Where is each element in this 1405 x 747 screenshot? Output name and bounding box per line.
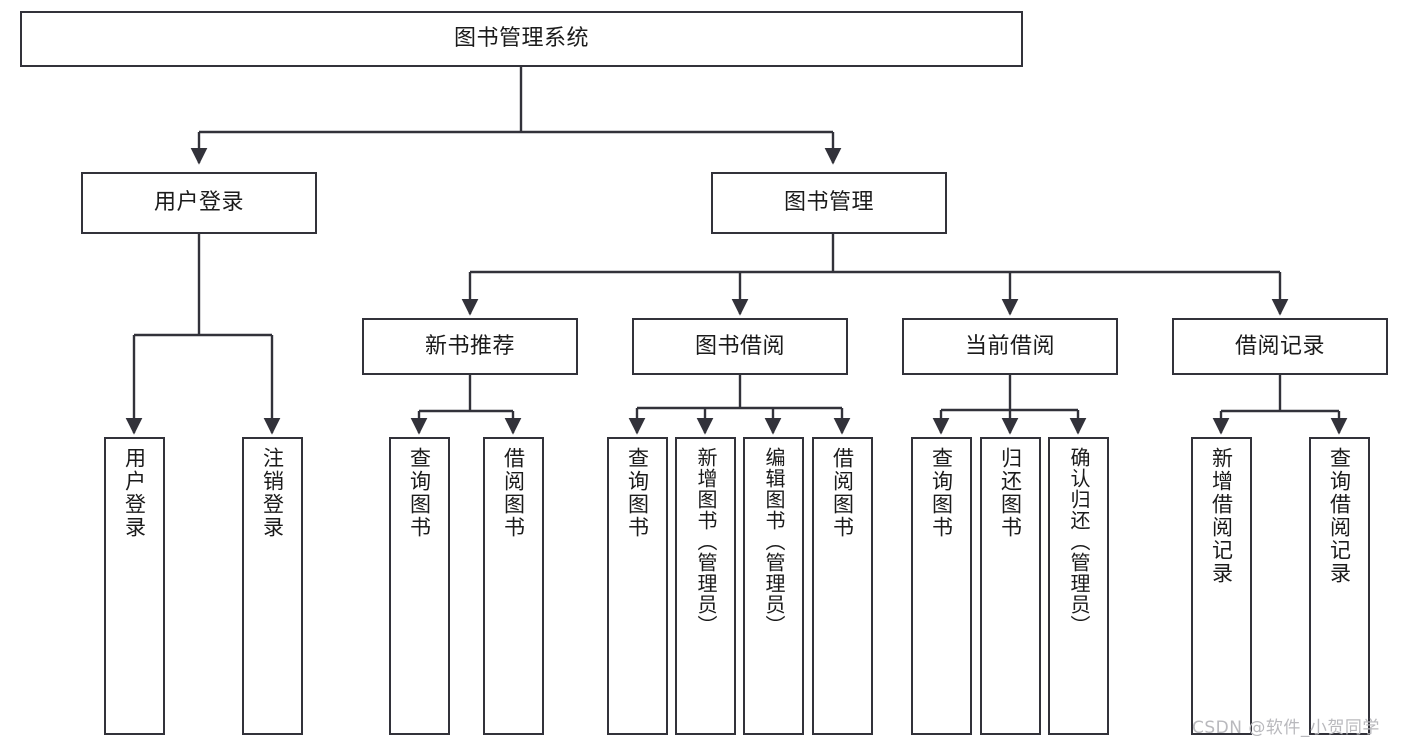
leaf-user-login[interactable]: 用户登录	[104, 437, 165, 735]
node-label: 借阅记录	[1234, 333, 1325, 359]
node-label: 图书管理	[783, 190, 874, 216]
leaf-edit-book-admin[interactable]: 编辑图书（管理员）	[743, 437, 804, 735]
leaf-query-book-recommend[interactable]: 查询图书	[389, 437, 450, 735]
node-root-system[interactable]: 图书管理系统	[20, 11, 1023, 67]
node-label: 新书推荐	[424, 333, 515, 359]
node-label: 注销登录	[260, 447, 285, 539]
node-label: 查询图书	[625, 447, 650, 539]
node-label: 图书管理系统	[453, 26, 589, 52]
node-label: 图书借阅	[694, 333, 785, 359]
node-label: 当前借阅	[964, 333, 1055, 359]
node-label: 借阅图书	[501, 447, 526, 539]
node-user-login[interactable]: 用户登录	[81, 172, 317, 234]
leaf-query-book-current[interactable]: 查询图书	[911, 437, 972, 735]
node-current-borrow[interactable]: 当前借阅	[902, 318, 1118, 375]
node-label: 新增图书（管理员）	[694, 447, 718, 636]
node-book-management[interactable]: 图书管理	[711, 172, 947, 234]
leaf-add-borrow-record[interactable]: 新增借阅记录	[1191, 437, 1252, 735]
leaf-borrow-book[interactable]: 借阅图书	[812, 437, 873, 735]
node-label: 查询图书	[407, 447, 432, 539]
csdn-watermark: CSDN @软件_小贺同学	[1192, 718, 1380, 738]
node-label: 查询借阅记录	[1327, 447, 1352, 585]
node-label: 借阅图书	[830, 447, 855, 539]
leaf-return-book[interactable]: 归还图书	[980, 437, 1041, 735]
leaf-add-book-admin[interactable]: 新增图书（管理员）	[675, 437, 736, 735]
node-label: 查询图书	[929, 447, 954, 539]
node-label: 用户登录	[122, 447, 147, 539]
node-label: 新增借阅记录	[1209, 447, 1234, 585]
node-label: 编辑图书（管理员）	[762, 447, 786, 636]
node-label: 确认归还（管理员）	[1067, 447, 1091, 636]
leaf-borrow-book-recommend[interactable]: 借阅图书	[483, 437, 544, 735]
node-book-borrow[interactable]: 图书借阅	[632, 318, 848, 375]
node-label: 归还图书	[998, 447, 1023, 539]
node-borrow-record[interactable]: 借阅记录	[1172, 318, 1388, 375]
node-label: 用户登录	[153, 190, 244, 216]
leaf-confirm-return-admin[interactable]: 确认归还（管理员）	[1048, 437, 1109, 735]
leaf-query-book-borrow[interactable]: 查询图书	[607, 437, 668, 735]
leaf-logout[interactable]: 注销登录	[242, 437, 303, 735]
node-new-book-recommend[interactable]: 新书推荐	[362, 318, 578, 375]
leaf-query-borrow-record[interactable]: 查询借阅记录	[1309, 437, 1370, 735]
